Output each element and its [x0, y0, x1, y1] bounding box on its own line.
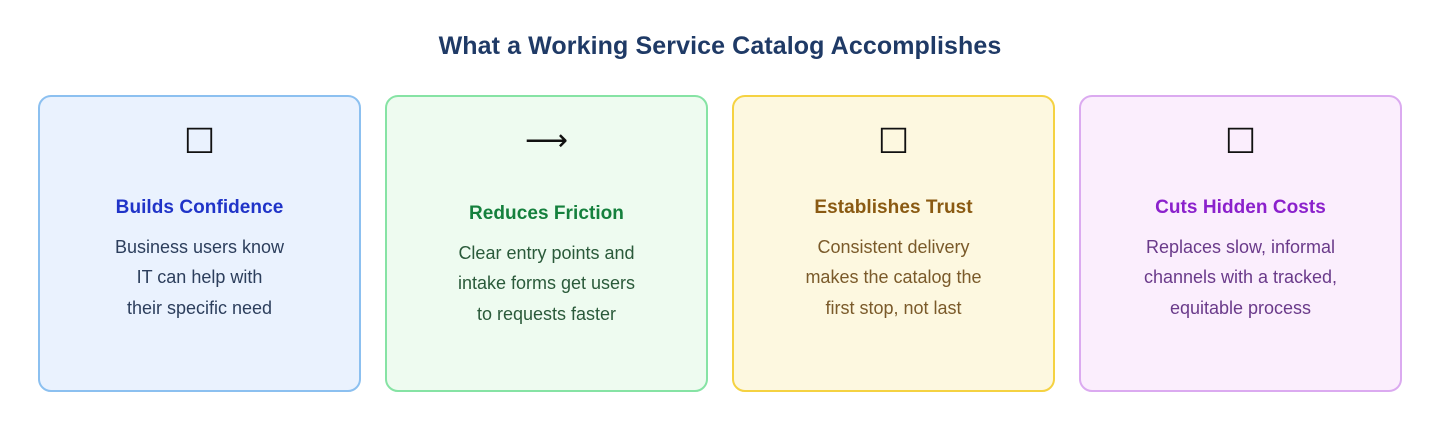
benefit-card-body-line: IT can help with: [136, 267, 263, 288]
benefit-card-establishes-trust[interactable]: □ Establishes Trust Consistent delivery …: [732, 95, 1055, 392]
benefit-card-title: Reduces Friction: [469, 203, 624, 224]
benefit-card-builds-confidence[interactable]: □ Builds Confidence Business users know …: [38, 95, 361, 392]
benefit-card-title: Builds Confidence: [115, 197, 284, 218]
benefit-card-title: Cuts Hidden Costs: [1155, 197, 1326, 218]
benefit-card-body-line: Replaces slow, informal: [1145, 237, 1336, 257]
benefit-card-body-line: their specific need: [126, 297, 273, 318]
benefit-card-body-line: equitable process: [1169, 297, 1312, 318]
benefit-card-body-line: intake forms get users: [457, 273, 636, 294]
tofu-box-icon: □: [183, 118, 216, 157]
benefit-card-body: Consistent delivery makes the catalog th…: [764, 232, 1024, 323]
benefit-card-body-line: Consistent delivery: [817, 237, 970, 257]
benefit-card-body-line: first stop, not last: [825, 297, 962, 318]
benefit-card-title: Establishes Trust: [814, 197, 973, 218]
benefit-card-body-line: makes the catalog the: [805, 267, 982, 288]
right-arrow-icon: ⟶: [524, 123, 568, 158]
benefit-card-body-line: to requests faster: [476, 303, 617, 324]
benefit-card-body-line: Clear entry points and: [458, 243, 635, 263]
benefit-card-cuts-hidden-costs[interactable]: □ Cuts Hidden Costs Replaces slow, infor…: [1079, 95, 1402, 392]
benefit-cards-row: □ Builds Confidence Business users know …: [38, 95, 1402, 392]
benefit-card-body: Replaces slow, informal channels with a …: [1111, 232, 1371, 323]
benefit-card-body-line: Business users know: [114, 237, 285, 257]
tofu-box-icon: □: [1224, 118, 1257, 157]
benefit-card-reduces-friction[interactable]: ⟶ Reduces Friction Clear entry points an…: [385, 95, 708, 392]
benefit-card-body: Business users know IT can help with the…: [70, 232, 330, 323]
benefit-card-body: Clear entry points and intake forms get …: [417, 238, 677, 329]
tofu-box-icon: □: [877, 118, 910, 157]
page-title: What a Working Service Catalog Accomplis…: [438, 32, 1002, 60]
benefit-card-body-line: channels with a tracked,: [1143, 267, 1338, 288]
